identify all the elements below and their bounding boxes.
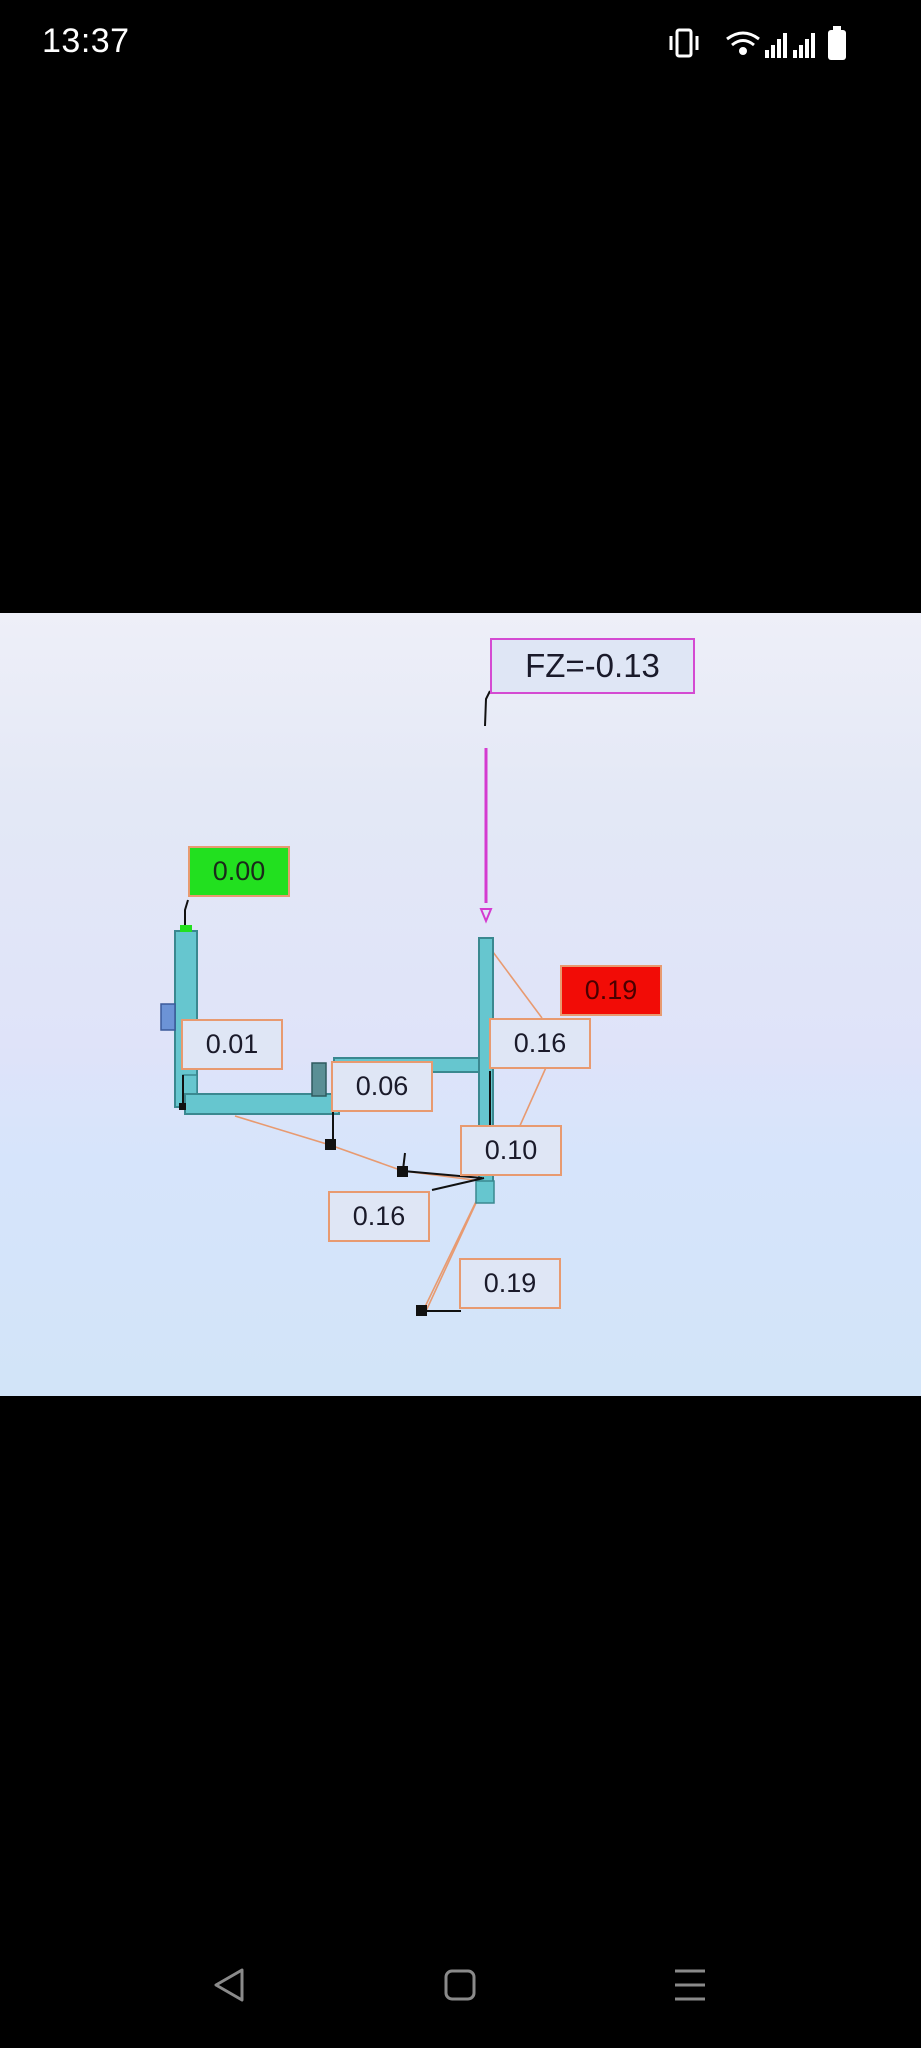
force-arrow bbox=[479, 690, 493, 924]
back-icon bbox=[214, 1968, 244, 2002]
node-label-center-right: 0.10 bbox=[460, 1125, 562, 1176]
anchor-marker bbox=[180, 925, 192, 932]
menu-icon bbox=[675, 1969, 705, 2001]
recents-button[interactable] bbox=[660, 1960, 720, 2010]
status-icons bbox=[667, 24, 877, 64]
node-label-right-top: 0.19 bbox=[560, 965, 662, 1016]
support-nodes bbox=[179, 1103, 427, 1316]
vibrate-icon bbox=[669, 28, 699, 58]
node-label-left-mid: 0.01 bbox=[181, 1019, 283, 1070]
battery-icon bbox=[828, 26, 846, 60]
model-viewer[interactable]: FZ=-0.13 0.00 0.01 0.06 0.16 0.19 0.10 0… bbox=[0, 613, 921, 1396]
node-label-bottom-left: 0.16 bbox=[328, 1191, 430, 1242]
node-label-bottom: 0.19 bbox=[459, 1258, 561, 1309]
node-label-right-mid: 0.16 bbox=[489, 1018, 591, 1069]
signal-icon bbox=[793, 33, 815, 58]
pipe-fitting bbox=[475, 1180, 495, 1204]
back-button[interactable] bbox=[200, 1960, 260, 2010]
status-bar: 13:37 bbox=[0, 0, 921, 90]
node-label-top-left: 0.00 bbox=[188, 846, 290, 897]
node-label-center: 0.06 bbox=[331, 1061, 433, 1112]
pipe-bottom-horizontal bbox=[184, 1093, 340, 1115]
clock: 13:37 bbox=[42, 22, 130, 60]
valve bbox=[311, 1062, 327, 1097]
navigation-bar bbox=[0, 1940, 921, 2030]
signal-icon bbox=[765, 33, 787, 58]
pipe-fitting bbox=[160, 1003, 176, 1031]
wifi-icon bbox=[726, 31, 760, 55]
force-label: FZ=-0.13 bbox=[490, 638, 695, 694]
home-button[interactable] bbox=[430, 1960, 490, 2010]
home-icon bbox=[444, 1969, 476, 2001]
